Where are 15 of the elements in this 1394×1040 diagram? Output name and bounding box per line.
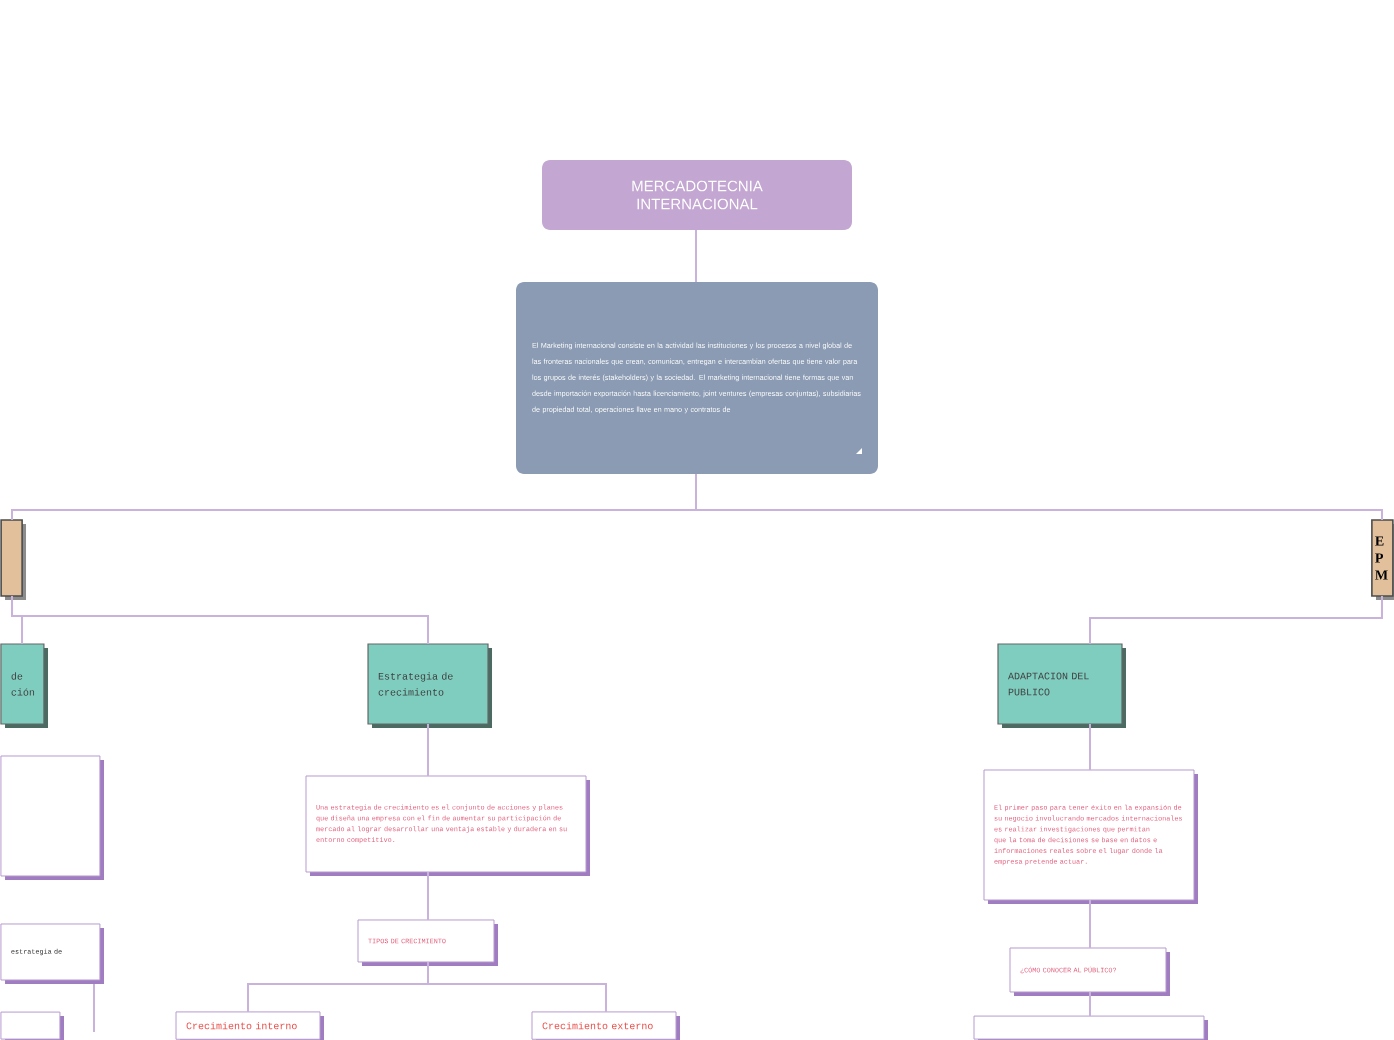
connector-line xyxy=(427,723,429,777)
connector-line xyxy=(1089,595,1383,645)
connector-line xyxy=(1089,899,1091,949)
connector-line xyxy=(427,871,429,921)
connector-line xyxy=(695,473,1383,521)
empty-box xyxy=(973,1015,1208,1040)
connector-line xyxy=(93,983,95,1033)
connector-line xyxy=(11,595,429,645)
connector-line xyxy=(1089,723,1091,771)
empty-box xyxy=(0,519,26,600)
empty-box xyxy=(0,1011,64,1040)
connector-line xyxy=(695,229,697,283)
connector-line xyxy=(1089,991,1091,1017)
connector-line xyxy=(427,961,607,1013)
empty-box xyxy=(0,755,104,880)
